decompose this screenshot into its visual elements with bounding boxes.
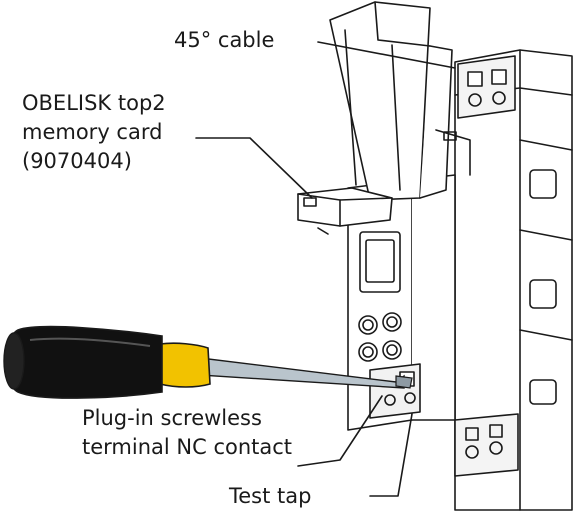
memory-card-label-line1: OBELISK top2	[22, 91, 166, 115]
terminal-label-line2: terminal NC contact	[82, 435, 293, 459]
memory-card-label-line2: memory card	[22, 120, 163, 144]
device-housing	[454, 49, 573, 511]
cover-lid	[329, 1, 471, 201]
cable-label: 45° cable	[174, 28, 275, 52]
leader-lines	[195, 41, 456, 497]
memory-card-leader	[195, 137, 313, 199]
memory-card-label: OBELISK top2 memory card (9070404)	[22, 89, 166, 176]
memory-card-label-line3: (9070404)	[22, 149, 132, 173]
memory-card	[297, 187, 393, 235]
screwdriver-icon	[3, 325, 413, 399]
terminal-leader	[297, 395, 383, 467]
button-icon	[358, 315, 378, 335]
terminal-label: Plug-in screwless terminal NC contact	[82, 404, 292, 462]
test-tap-leader	[369, 413, 413, 497]
test-tap-label: Test tap	[229, 484, 312, 508]
cable-leader	[317, 41, 456, 69]
terminal-label-line1: Plug-in screwless	[82, 406, 262, 430]
